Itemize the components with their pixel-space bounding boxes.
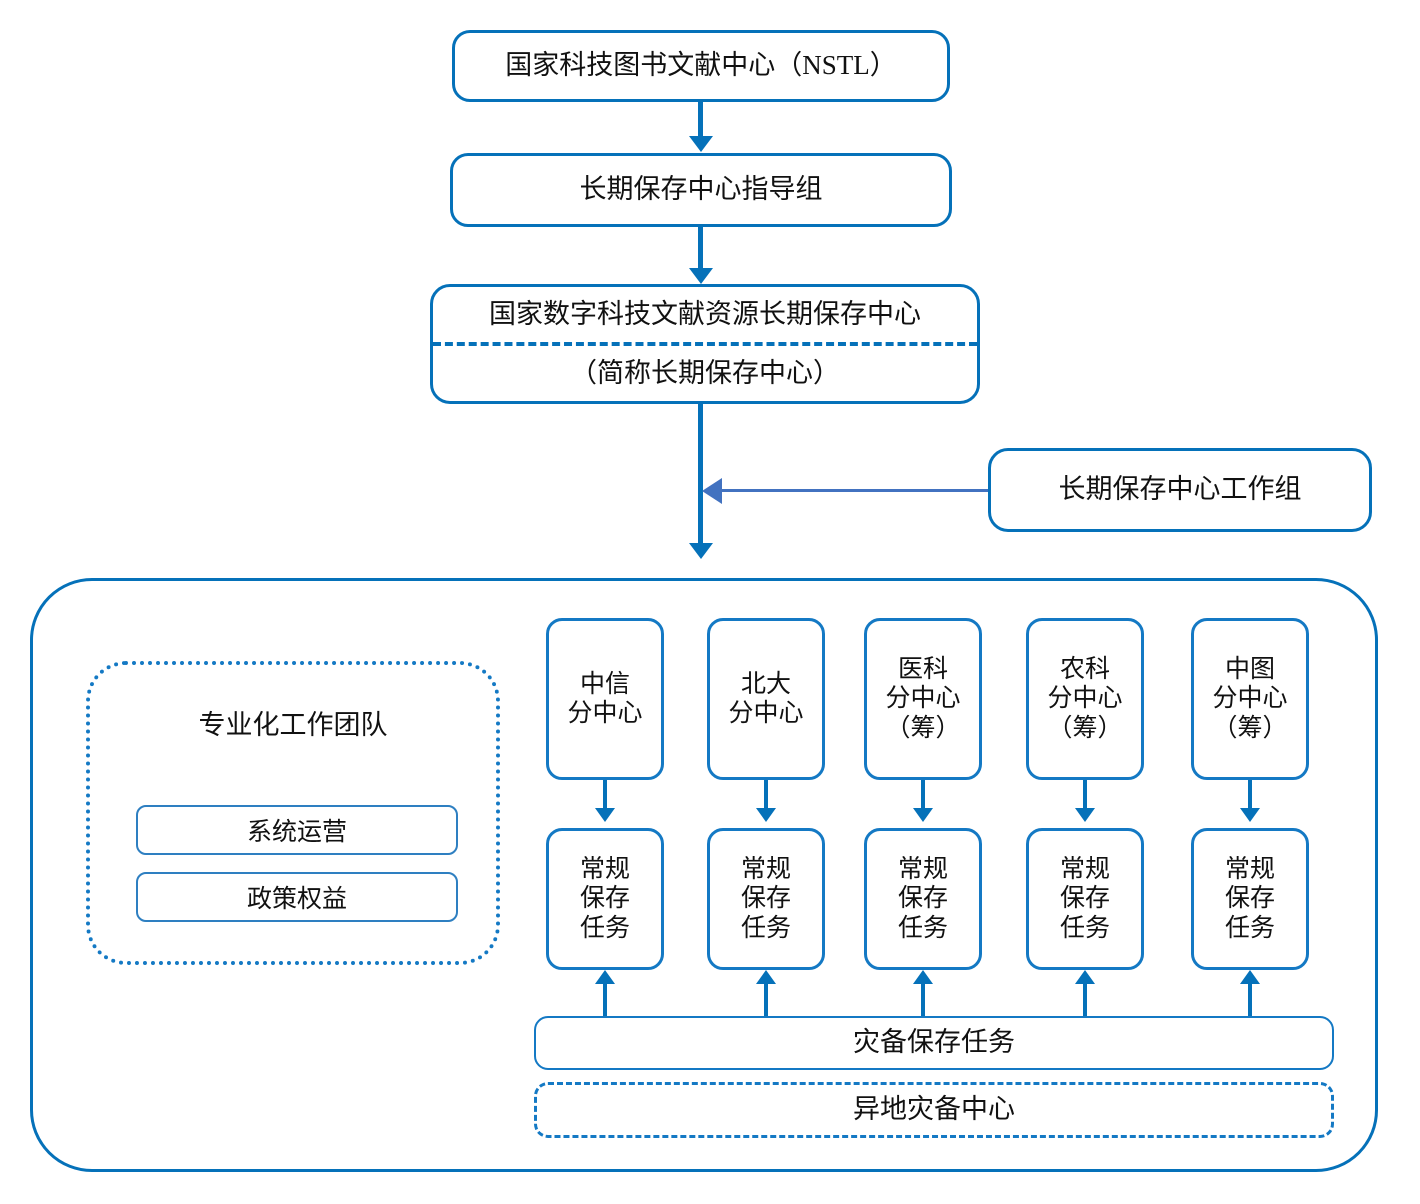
node-subcenter-3: 医科 分中心 （筹） — [864, 618, 982, 780]
arrowhead-subcenter-4-to-task — [1075, 808, 1095, 822]
node-guidance-group: 长期保存中心指导组 — [450, 153, 952, 227]
connector-subcenter-2-to-task-line — [764, 780, 768, 812]
node-preservation-center-shortname: （简称长期保存中心） — [570, 357, 840, 388]
node-subcenter-1: 中信 分中心 — [546, 618, 664, 780]
connector-dr-to-task-1-line — [603, 984, 607, 1018]
arrowhead-dr-to-task-5 — [1240, 970, 1260, 984]
connector-workgroup-to-center-line — [722, 489, 990, 492]
arrowhead-guidance-to-center — [689, 268, 713, 284]
arrowhead-dr-to-task-1 — [595, 970, 615, 984]
node-preservation-center-fullname: 国家数字科技文献资源长期保存中心 — [489, 298, 921, 329]
connector-dr-to-task-2-line — [764, 984, 768, 1018]
arrowhead-subcenter-2-to-task — [756, 808, 776, 822]
connector-dr-to-task-3-line — [921, 984, 925, 1018]
node-task-4: 常规 保存 任务 — [1026, 828, 1144, 970]
node-disaster-recovery-task: 灾备保存任务 — [534, 1016, 1334, 1070]
connector-dr-to-task-4-line — [1083, 984, 1087, 1018]
arrowhead-dr-to-task-4 — [1075, 970, 1095, 984]
node-subcenter-5: 中图 分中心 （筹） — [1191, 618, 1309, 780]
arrowhead-subcenter-5-to-task — [1240, 808, 1260, 822]
connector-dr-to-task-5-line — [1248, 984, 1252, 1018]
node-preservation-center: 国家数字科技文献资源长期保存中心 （简称长期保存中心） — [430, 284, 980, 404]
arrowhead-workgroup-to-center — [702, 478, 722, 504]
arrowhead-center-to-container — [689, 543, 713, 559]
node-system-operations: 系统运营 — [136, 805, 458, 855]
connector-subcenter-4-to-task-line — [1083, 780, 1087, 812]
arrowhead-dr-to-task-2 — [756, 970, 776, 984]
arrowhead-dr-to-task-3 — [913, 970, 933, 984]
node-offsite-disaster-center: 异地灾备中心 — [534, 1082, 1334, 1138]
arrowhead-subcenter-3-to-task — [913, 808, 933, 822]
node-policy-rights: 政策权益 — [136, 872, 458, 922]
connector-subcenter-3-to-task-line — [921, 780, 925, 812]
node-subcenter-2: 北大 分中心 — [707, 618, 825, 780]
node-task-1: 常规 保存 任务 — [546, 828, 664, 970]
group-professional-team-title: 专业化工作团队 — [198, 710, 388, 740]
arrowhead-nstl-to-guidance — [689, 136, 713, 152]
node-task-3: 常规 保存 任务 — [864, 828, 982, 970]
node-task-2: 常规 保存 任务 — [707, 828, 825, 970]
node-subcenter-4: 农科 分中心 （筹） — [1026, 618, 1144, 780]
node-task-5: 常规 保存 任务 — [1191, 828, 1309, 970]
node-preservation-center-divider — [433, 342, 977, 346]
connector-guidance-to-center-line — [698, 226, 703, 270]
connector-nstl-to-guidance-line — [698, 100, 703, 140]
node-nstl: 国家科技图书文献中心（NSTL） — [452, 30, 950, 102]
group-professional-team: 专业化工作团队 系统运营 政策权益 — [86, 661, 500, 965]
connector-center-to-container-line — [698, 403, 703, 545]
arrowhead-subcenter-1-to-task — [595, 808, 615, 822]
connector-subcenter-5-to-task-line — [1248, 780, 1252, 812]
connector-subcenter-1-to-task-line — [603, 780, 607, 812]
node-work-group: 长期保存中心工作组 — [988, 448, 1372, 532]
